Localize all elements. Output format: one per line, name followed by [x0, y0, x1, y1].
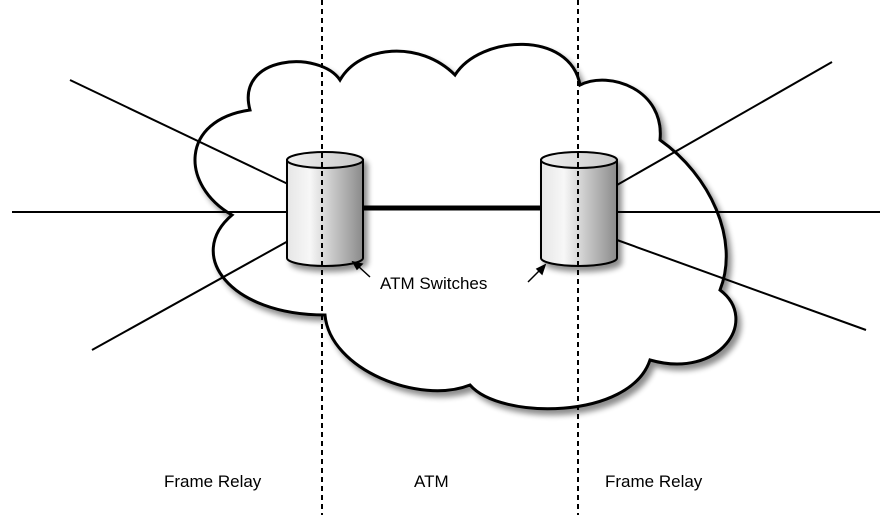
switch-label-arrows: [351, 260, 547, 283]
region-label-frame-relay-left: Frame Relay: [164, 472, 262, 491]
arrow-to-right-switch: [527, 269, 541, 283]
atm-switch-left: [286, 151, 364, 267]
left-access-line-lower: [91, 239, 291, 351]
arrow-to-left-switch: [357, 265, 371, 278]
atm-switches-label: ATM Switches: [380, 274, 487, 293]
right-access-line-lower: [616, 239, 867, 331]
atm-network-cloud: [193, 42, 738, 411]
arrowhead-left: [351, 260, 364, 271]
right-access-line-upper: [616, 61, 833, 186]
access-lines: [12, 61, 880, 351]
region-label-atm: ATM: [414, 472, 449, 491]
left-access-line-upper: [69, 79, 291, 186]
region-label-frame-relay-right: Frame Relay: [605, 472, 703, 491]
atm-switch-right: [540, 151, 618, 267]
region-dividers: [321, 0, 579, 515]
arrowhead-right: [535, 263, 547, 276]
